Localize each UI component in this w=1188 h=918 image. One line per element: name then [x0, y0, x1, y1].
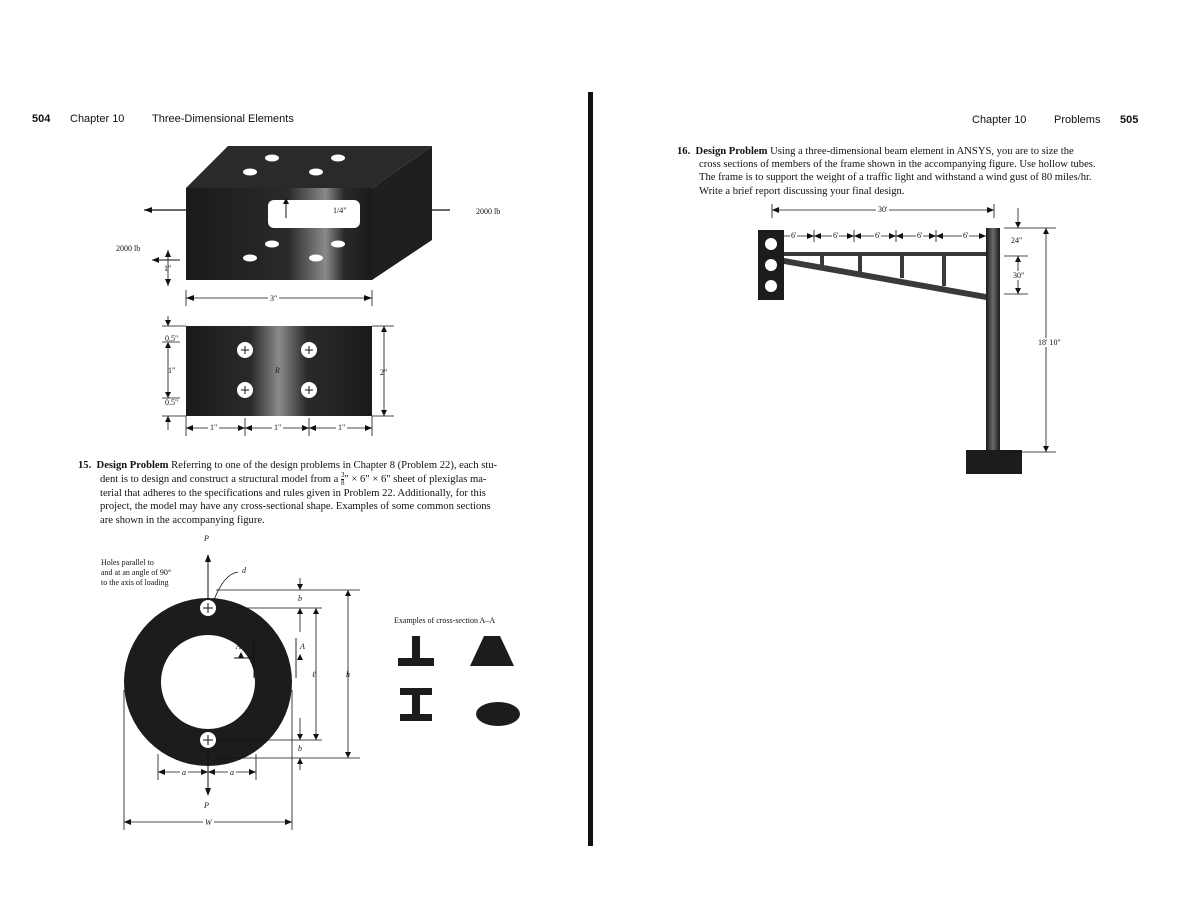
frame-seg3-label: 6': [874, 231, 882, 240]
ring-figure: [123, 554, 360, 830]
frame-height-label: 18' 10": [1036, 338, 1063, 347]
ring-a-left-label: a: [180, 768, 188, 777]
problem-15-line2a: dent is to design and construct a struct…: [100, 474, 341, 486]
ring-h-label: h: [346, 670, 350, 679]
frame-seg5-label: 6': [962, 231, 970, 240]
problem-15-line3: terial that adheres to the specification…: [100, 488, 486, 500]
plate-figure: [162, 316, 394, 436]
book-spine: [588, 92, 593, 846]
ring-section-left-label: A: [236, 642, 241, 651]
block-right-face: [372, 146, 432, 280]
plate-hole-radius-label: R: [275, 366, 280, 375]
frame-top-chord: [784, 252, 986, 256]
ring-note: Holes parallel to and at an angle of 90°…: [101, 558, 172, 587]
problem-16-title: Design Problem: [695, 146, 768, 157]
frame-seg2-label: 6': [832, 231, 840, 240]
ring-hole-dia-label: d: [242, 566, 246, 575]
problem-16-line1: Using a three-dimensional beam element i…: [770, 146, 1074, 157]
plate-dim-b1-label: 1": [208, 423, 220, 432]
plate-dim-b2-label: 1": [272, 423, 284, 432]
ring-l-label: ℓ: [312, 670, 316, 679]
ring-width-label: W: [203, 818, 214, 827]
problem-15-title: Design Problem: [96, 460, 169, 471]
problem-15-line4: project, the model may have any cross-se…: [100, 501, 491, 513]
right-chapter-label: Chapter 10: [972, 114, 1027, 126]
ring-inner-hole: [161, 635, 255, 729]
block-force-left-label: 2000 lb: [116, 244, 141, 253]
plate-body: [186, 326, 372, 416]
left-page-number: 504: [32, 113, 51, 125]
ring-b-top-label: b: [298, 594, 302, 603]
inverted-t-section-icon: [398, 636, 434, 666]
plate-holes: [237, 342, 317, 398]
block-top-face: [186, 146, 432, 188]
cross-section-examples: [398, 636, 520, 726]
ring-load-bottom-label: P: [204, 801, 209, 810]
ring-a-right-label: a: [228, 768, 236, 777]
frame-30in-label: 30": [1013, 271, 1025, 280]
plate-dim-bottom-label: 0.5": [165, 398, 179, 407]
traffic-light-lamp-1: [765, 238, 777, 250]
left-chapter-label: Chapter 10: [70, 113, 125, 125]
block-force-right-label: 2000 lb: [476, 207, 501, 216]
problem-16-line2: cross sections of members of the frame s…: [699, 159, 1096, 171]
block-height-label: 1": [164, 264, 172, 273]
problem-15-line1: Referring to one of the design problems …: [171, 460, 498, 471]
frame-24in-label: 24": [1011, 236, 1023, 245]
frame-base: [966, 450, 1022, 474]
i-beam-section-icon: [400, 688, 432, 721]
block-figure: [144, 146, 450, 306]
plate-dim-top-label: 0.5": [165, 334, 179, 343]
cross-section-examples-title: Examples of cross-section A–A: [394, 616, 496, 625]
block-width-label: 3": [268, 294, 280, 303]
ellipse-section-icon: [476, 702, 520, 726]
problem-16-number: 16.: [677, 146, 691, 157]
block-slot-dim-label: 1/4": [332, 206, 348, 215]
problem-15-line2b: " × 6" × 6" sheet of plexiglas ma-: [344, 474, 487, 486]
ring-b-bottom-label: b: [298, 744, 302, 753]
plate-dim-mid-label: 1": [168, 366, 176, 375]
left-chapter-title: Three-Dimensional Elements: [152, 113, 294, 125]
problem-15-line5: are shown in the accompanying figure.: [100, 514, 265, 526]
frame-bottom-chord: [784, 258, 986, 300]
traffic-light-lamp-3: [765, 280, 777, 292]
frame-span-label: 30': [876, 205, 890, 214]
right-page-number: 505: [1120, 114, 1139, 126]
problem-15-number: 15.: [78, 460, 92, 471]
trapezoid-section-icon: [470, 636, 514, 666]
plate-dim-right-label: 2": [380, 368, 388, 377]
plate-dim-b3-label: 1": [336, 423, 348, 432]
right-section-label: Problems: [1054, 114, 1101, 126]
problem-16: 16. Design Problem Using a three-dimensi…: [677, 145, 1139, 198]
frame-seg4-label: 6': [916, 231, 924, 240]
ring-load-top-label: P: [204, 534, 209, 543]
problem-16-line3: The frame is to support the weight of a …: [699, 172, 1092, 184]
frame-seg1-label: 6': [790, 231, 798, 240]
ring-section-right-label: A: [300, 642, 305, 651]
traffic-light-lamp-2: [765, 259, 777, 271]
problem-15: 15. Design Problem Referring to one of t…: [78, 459, 542, 527]
problem-16-line4: Write a brief report discussing your fin…: [699, 185, 905, 197]
traffic-frame-figure: [758, 204, 1056, 474]
frame-pole: [986, 228, 1000, 452]
